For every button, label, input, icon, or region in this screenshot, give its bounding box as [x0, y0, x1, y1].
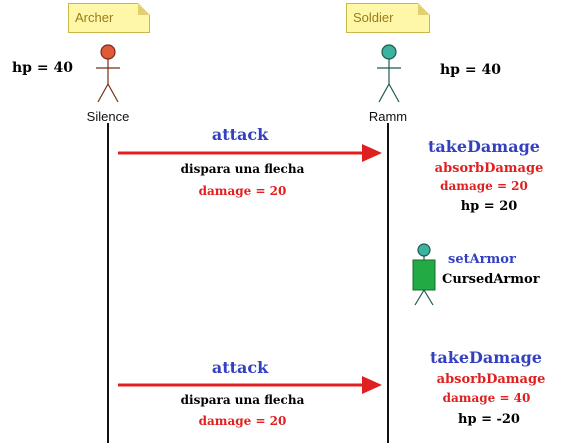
message-1-damage: damage = 20: [198, 184, 287, 198]
attack-arrow-2: [118, 376, 382, 394]
response-2-method: takeDamage: [430, 348, 542, 367]
archer-stick-figure-icon: [96, 44, 120, 103]
soldier-lifeline: [387, 123, 389, 443]
response-2-hp: hp = -20: [458, 412, 520, 427]
message-2-note: dispara una flecha: [180, 393, 305, 407]
archer-class-label: Archer: [75, 10, 114, 25]
soldier-stick-figure-icon: [377, 44, 401, 103]
soldier-name: Ramm: [368, 109, 408, 124]
message-1-note: dispara una flecha: [180, 162, 305, 176]
soldier-class-note: Soldier: [346, 3, 430, 33]
message-2-damage: damage = 20: [198, 414, 287, 428]
response-1-method: takeDamage: [428, 137, 540, 156]
note-fold-icon: [138, 3, 150, 15]
archer-class-note: Archer: [68, 3, 150, 33]
armor-method: setArmor: [448, 252, 516, 267]
response-1-hp: hp = 20: [460, 199, 518, 214]
soldier-hp: hp = 40: [440, 62, 501, 78]
archer-lifeline: [107, 123, 109, 443]
armor-figure-icon: [412, 243, 436, 306]
note-fold-icon: [418, 3, 430, 15]
message-1-label: attack: [211, 125, 269, 144]
response-2-damage: damage = 40: [442, 391, 531, 405]
response-2-sub: absorbDamage: [436, 372, 546, 387]
attack-arrow-1: [118, 144, 382, 162]
armor-item: CursedArmor: [442, 272, 540, 287]
archer-hp: hp = 40: [12, 60, 73, 76]
soldier-class-label: Soldier: [353, 10, 394, 25]
message-2-label: attack: [211, 358, 269, 377]
archer-name: Silence: [86, 109, 130, 124]
response-1-sub: absorbDamage: [434, 161, 544, 176]
response-1-damage: damage = 20: [440, 179, 528, 193]
